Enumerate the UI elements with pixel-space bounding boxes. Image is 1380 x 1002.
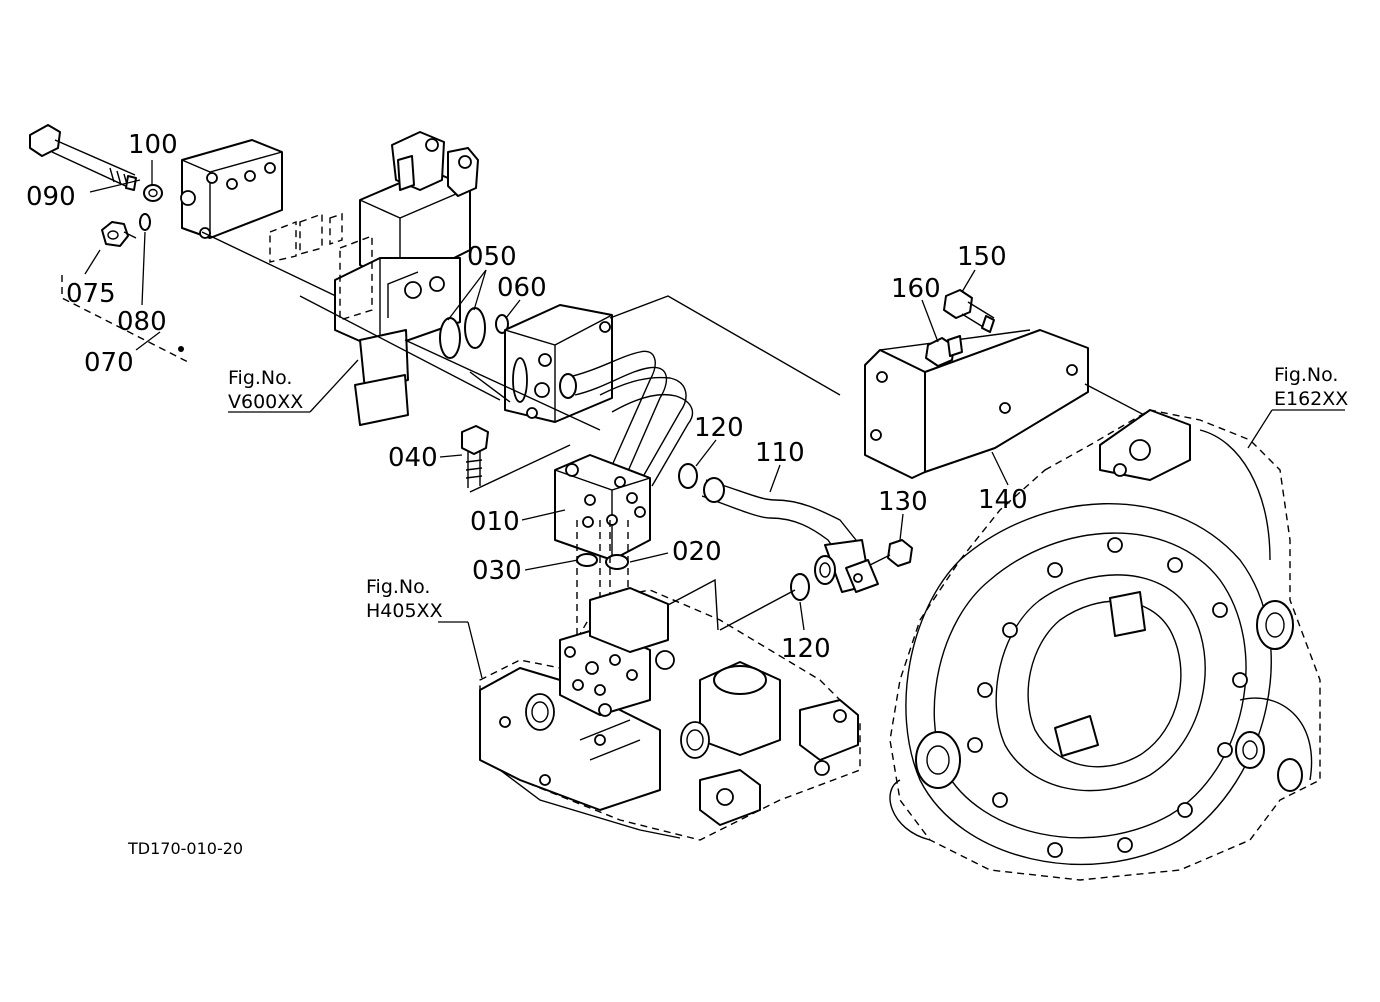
part-label-070: 070 [84, 348, 134, 378]
oring-060-drawing [495, 314, 509, 334]
part-label-160: 160 [891, 274, 941, 304]
pipe-assembly-drawing [554, 350, 694, 561]
part-label-010: 010 [470, 507, 520, 537]
assembly-line-pipe [404, 339, 601, 493]
part-label-020: 020 [672, 537, 722, 567]
bolt-150-drawing [943, 289, 995, 333]
figure-references: Fig.No. V600XX Fig.No. H405XX Fig.No. E1… [228, 364, 1348, 622]
fig-ref-h405-prefix: Fig.No. [366, 576, 430, 598]
part-labels: 090 100 075 080 070 050 060 040 010 030 … [26, 130, 1028, 664]
part-label-040: 040 [388, 443, 438, 473]
oring-030-drawing [576, 553, 598, 567]
reference-dot [178, 346, 184, 352]
oring-120-lower-drawing [790, 573, 810, 601]
part-label-140: 140 [978, 485, 1028, 515]
bracket-140-drawing [864, 329, 1089, 479]
bolt-160-drawing [925, 335, 963, 367]
part-label-060: 060 [497, 273, 547, 303]
bolt-090-drawing [29, 124, 137, 191]
valve-plate-drawing [504, 304, 613, 423]
pipe-110-drawing [701, 477, 879, 593]
fig-ref-e162-code: E162XX [1274, 388, 1348, 410]
part-label-030: 030 [472, 556, 522, 586]
washer-100-drawing [143, 184, 163, 202]
bolt-040-drawing [461, 425, 489, 488]
fig-ref-v600-prefix: Fig.No. [228, 367, 292, 389]
part-label-120-lower: 120 [781, 634, 831, 664]
part-label-130: 130 [878, 487, 928, 517]
fig-ref-v600-code: V600XX [228, 391, 303, 413]
part-label-050: 050 [467, 242, 517, 272]
drawing-code: TD170-010-20 [127, 839, 243, 858]
plate-070-drawing [180, 139, 283, 239]
alignment-lines [576, 520, 629, 650]
part-label-150: 150 [957, 242, 1007, 272]
fig-ref-e162-prefix: Fig.No. [1274, 364, 1338, 386]
part-label-120-upper: 120 [694, 413, 744, 443]
part-label-090: 090 [26, 182, 76, 212]
assembly-line-plate [299, 295, 841, 403]
part-label-110: 110 [755, 438, 805, 468]
plug-075-drawing [101, 221, 137, 247]
oring-080-drawing [139, 213, 151, 231]
assembly-line-bracket [1084, 383, 1151, 419]
oring-120-upper-drawing [678, 463, 698, 489]
part-label-080: 080 [117, 307, 167, 337]
leader-lines [84, 160, 1345, 679]
transmission-case-drawing [889, 409, 1321, 881]
control-valve-drawing [269, 131, 479, 426]
assembly-line-block [667, 578, 796, 631]
fig-ref-h405-code: H405XX [366, 600, 443, 622]
bolt-130-drawing [869, 539, 913, 567]
hydraulic-cylinder-block-drawing [479, 587, 861, 841]
part-label-100: 100 [128, 130, 178, 160]
assembly-line-070 [201, 231, 341, 299]
part-label-075: 075 [66, 279, 116, 309]
